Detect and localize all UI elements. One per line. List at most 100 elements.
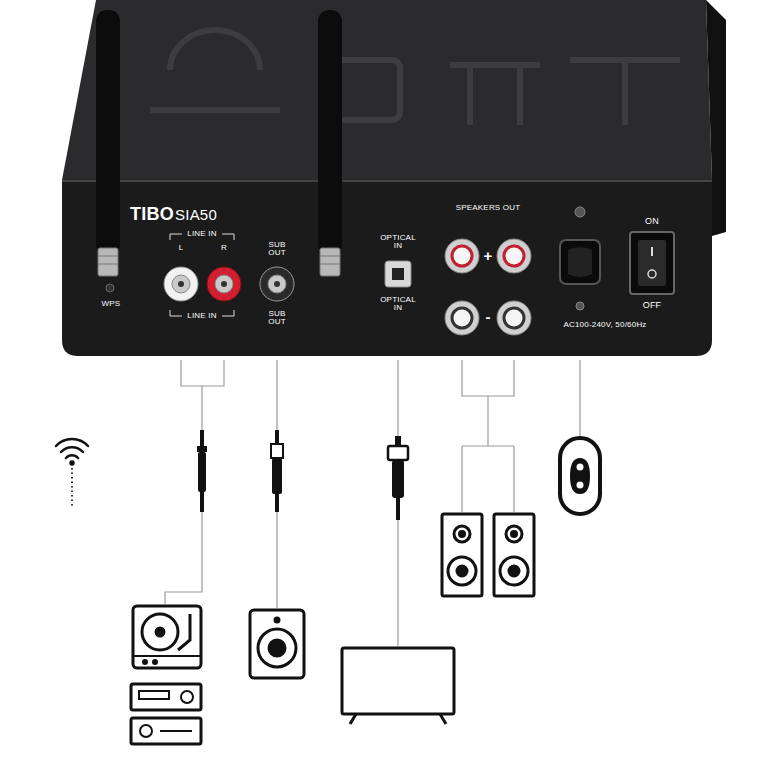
- antenna-thread: [320, 264, 340, 265]
- plug-tip: [200, 430, 204, 446]
- plug-outline: [560, 438, 600, 514]
- logo-letter: [450, 65, 540, 125]
- leader-line: [165, 512, 202, 604]
- plug-shell: [271, 444, 283, 458]
- tv-icon: [342, 648, 454, 724]
- subwoofer-icon: [250, 610, 304, 678]
- speaker-icon: [442, 514, 534, 596]
- optical-plug-icon: [388, 436, 408, 520]
- wifi-arc: [66, 455, 78, 458]
- leader-line: [201, 386, 202, 430]
- bracket: [170, 310, 182, 316]
- receiver-knob: [181, 691, 193, 703]
- rca-jack-white: [164, 267, 198, 301]
- optical-port: [385, 261, 411, 287]
- antenna-base: [98, 248, 118, 276]
- antenna-rod: [318, 10, 342, 255]
- leader-wires: [72, 300, 580, 646]
- speaker-tweeter: [454, 526, 470, 542]
- wifi-arc: [61, 447, 83, 452]
- leader-line: [181, 360, 224, 386]
- port-label: LINE IN: [187, 230, 216, 238]
- switch-rocker: [638, 240, 666, 286]
- receiver-display: [139, 691, 169, 699]
- switch-label: OFF: [643, 301, 662, 310]
- leader-line: [462, 396, 514, 512]
- rca-jack-ring: [172, 275, 190, 293]
- bracket: [222, 234, 234, 240]
- binding-post-cap: [504, 308, 524, 328]
- port-label: SUB OUT: [265, 241, 289, 258]
- speaker-woofer: [448, 557, 476, 585]
- power-switch: [630, 232, 674, 294]
- speaker-dot: [460, 532, 465, 537]
- bracket: [222, 310, 234, 316]
- rca-plug-icon: [271, 430, 283, 512]
- turntable-spindle: [156, 628, 164, 636]
- port-label: SUB OUT: [265, 310, 289, 327]
- screw: [575, 207, 585, 217]
- tv-stand: [350, 714, 446, 724]
- power-plug-icon: [560, 438, 600, 514]
- subwoofer-cabinet: [250, 610, 304, 678]
- embossed-logo: [150, 30, 680, 125]
- port-label: OPTICAL IN: [378, 296, 418, 313]
- subwoofer-port: [275, 618, 279, 622]
- plug-face: [570, 458, 590, 494]
- turntable-icon: [133, 606, 201, 668]
- binding-post: [445, 239, 479, 273]
- model-name: SIA50: [175, 207, 217, 223]
- plug-cable: [275, 494, 279, 512]
- receiver-body: [131, 684, 201, 710]
- switch-mark: [648, 270, 656, 278]
- binding-post: [445, 301, 479, 335]
- antenna: [318, 10, 342, 276]
- brand-name: TIBO: [130, 205, 174, 224]
- screw: [576, 302, 584, 310]
- binding-post-cap: [452, 246, 472, 266]
- speaker-cabinet: [494, 514, 534, 596]
- turntable-strip: [133, 655, 201, 657]
- receiver-slot: [160, 730, 192, 732]
- plug-tip: [275, 430, 279, 444]
- plug-tip: [395, 436, 401, 446]
- switch-label: ON: [645, 217, 659, 226]
- plug-body: [272, 458, 282, 494]
- wps-button: [106, 284, 114, 292]
- tv-screen: [342, 648, 454, 714]
- logo-letter: [570, 60, 680, 125]
- polarity-sign: -: [485, 309, 490, 325]
- port-label: SPEAKERS OUT: [456, 204, 521, 212]
- logo-arc: [170, 30, 260, 70]
- binding-posts: [445, 239, 531, 335]
- antenna-thread: [320, 256, 340, 257]
- leader-line: [276, 512, 277, 608]
- port-label: LINE IN: [187, 312, 216, 320]
- wifi-icon: [56, 439, 88, 464]
- antenna: [96, 10, 120, 276]
- logo-bar: [150, 107, 280, 113]
- rca-jack-pin: [178, 281, 184, 287]
- top-surface: [62, 0, 712, 180]
- channel-label: R: [221, 244, 227, 252]
- antenna-thread: [98, 264, 118, 265]
- speaker-tweeter: [506, 526, 522, 542]
- wifi-dot: [71, 462, 74, 465]
- receiver-body: [131, 718, 201, 744]
- leader-line: [397, 520, 398, 646]
- port-label: OPTICAL IN: [378, 234, 418, 251]
- plug-head: [388, 446, 408, 460]
- binding-post: [497, 301, 531, 335]
- receiver-icon: [131, 684, 201, 744]
- iec-socket: [560, 240, 600, 284]
- rca-jack-pin: [221, 281, 227, 287]
- wifi-arc: [56, 439, 88, 446]
- rca-jack-pin: [274, 281, 280, 287]
- antenna-base: [320, 248, 340, 276]
- turntable-body: [133, 606, 201, 668]
- leader-line: [579, 360, 580, 436]
- iec-socket-inner: [568, 247, 592, 277]
- plug-cable: [200, 492, 204, 512]
